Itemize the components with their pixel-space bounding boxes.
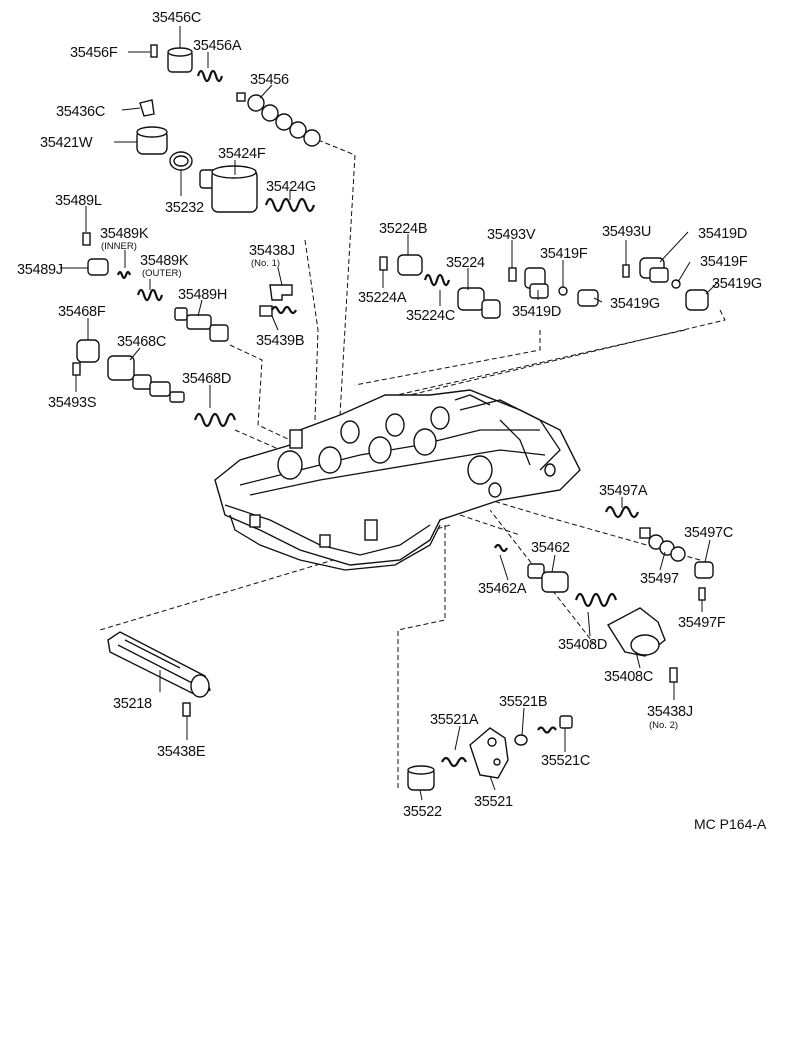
label-35462A: 35462A xyxy=(478,581,527,597)
label-35497A: 35497A xyxy=(599,483,648,499)
leader-lines xyxy=(60,26,719,801)
label-35436C: 35436C xyxy=(56,104,105,120)
label-35419F-a: 35419F xyxy=(540,246,588,262)
label-35489J: 35489J xyxy=(17,262,63,278)
label-35419G-b: 35419G xyxy=(712,276,762,292)
label-35521B: 35521B xyxy=(499,694,547,710)
label-35224A: 35224A xyxy=(358,290,407,306)
label-35521A: 35521A xyxy=(430,712,479,728)
label-35489K-outer: 35489K xyxy=(140,253,189,269)
label-35468D: 35468D xyxy=(182,371,231,387)
label-35468C: 35468C xyxy=(117,334,166,350)
sublabel-no2: (No. 2) xyxy=(649,720,678,731)
label-35497F: 35497F xyxy=(678,615,726,631)
label-35419F-b: 35419F xyxy=(700,254,748,270)
sublabel-inner: (INNER) xyxy=(101,241,137,252)
label-35522: 35522 xyxy=(403,804,442,820)
label-35497: 35497 xyxy=(640,571,679,587)
label-35438E: 35438E xyxy=(157,744,206,760)
parts-lower xyxy=(107,631,573,791)
label-35468F: 35468F xyxy=(58,304,106,320)
label-35408C: 35408C xyxy=(604,669,653,685)
parts-right-middle xyxy=(494,505,714,683)
label-35489L: 35489L xyxy=(55,193,102,209)
label-35419D-b: 35419D xyxy=(698,226,747,242)
label-35232: 35232 xyxy=(165,200,204,216)
label-35224C: 35224C xyxy=(406,308,455,324)
part-labels: 35456C 35456F 35456A 35456 35436C 35421W… xyxy=(17,10,762,820)
label-35408D: 35408D xyxy=(558,637,607,653)
label-35424G: 35424G xyxy=(266,179,316,195)
label-35218: 35218 xyxy=(113,696,152,712)
label-35421W: 35421W xyxy=(40,135,93,151)
parts-upper-left xyxy=(72,44,321,428)
label-35419G-a: 35419G xyxy=(610,296,660,312)
label-35424F: 35424F xyxy=(218,146,266,162)
parts-upper-right xyxy=(379,254,709,319)
label-35224B: 35224B xyxy=(379,221,427,237)
label-35489K-inner: 35489K xyxy=(100,226,149,242)
label-35493S: 35493S xyxy=(48,395,96,411)
label-35493V: 35493V xyxy=(487,227,536,243)
label-35419D-a: 35419D xyxy=(512,304,561,320)
label-35456C: 35456C xyxy=(152,10,201,26)
label-35521C: 35521C xyxy=(541,753,590,769)
sublabel-outer: (OUTER) xyxy=(142,268,182,279)
diagram-code: MC P164-A xyxy=(694,816,767,832)
label-35493U: 35493U xyxy=(602,224,651,240)
label-35521: 35521 xyxy=(474,794,513,810)
label-35456F: 35456F xyxy=(70,45,118,61)
label-35456A: 35456A xyxy=(193,38,242,54)
label-35438J-no2: 35438J xyxy=(647,704,693,720)
label-35439B: 35439B xyxy=(256,333,304,349)
label-35456: 35456 xyxy=(250,72,289,88)
valve-body-casting xyxy=(214,389,581,571)
label-35462: 35462 xyxy=(531,540,570,556)
label-35224: 35224 xyxy=(446,255,485,271)
sublabel-no1: (No. 1) xyxy=(251,258,280,269)
label-35489H: 35489H xyxy=(178,287,227,303)
label-35438J-no1: 35438J xyxy=(249,243,295,259)
label-35497C: 35497C xyxy=(684,525,733,541)
